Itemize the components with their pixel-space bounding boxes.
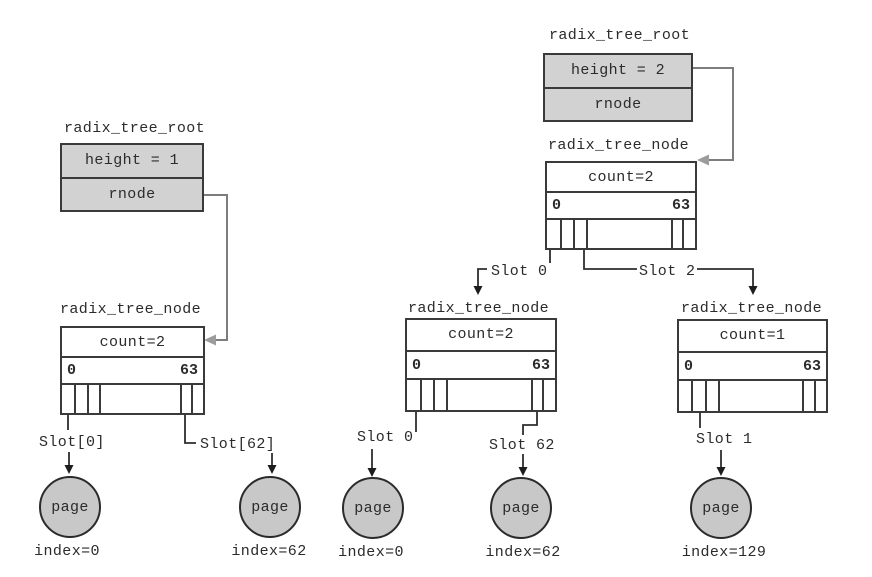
stub-child-slot62: [522, 412, 538, 435]
child-slot62-label: Slot 62: [487, 437, 557, 454]
arrow-right-rnode-to-mid-node: [693, 67, 734, 166]
slot-divider: [86, 384, 89, 413]
range-start: 0: [412, 356, 422, 374]
page-caption: index=62: [231, 543, 307, 560]
left-node-slots-row: [62, 384, 203, 413]
slot-divider: [542, 380, 545, 411]
slot-divider: [682, 219, 685, 248]
right-root-rnode-field: rnode: [545, 88, 691, 120]
right-mid-node-slots-row: [547, 219, 695, 248]
right-child-index-range-row: 0 63: [679, 353, 826, 382]
page-label: page: [702, 499, 740, 517]
slot-divider: [691, 381, 694, 412]
slot-divider: [432, 380, 435, 411]
slot-divider: [530, 380, 533, 411]
slot-divider: [73, 384, 76, 413]
mid-slot2-label: Slot 2: [637, 263, 698, 280]
page-caption: index=62: [485, 544, 561, 561]
page-caption: index=0: [34, 543, 100, 560]
right-mid-node-box: count=2 0 63: [545, 161, 697, 250]
mid-child-slots-row: [407, 380, 555, 411]
left-root-height-field: height = 1: [62, 145, 202, 179]
page-circle: page: [690, 477, 752, 539]
right-mid-node-index-range-row: 0 63: [547, 193, 695, 220]
right-mid-node-count-field: count=2: [547, 163, 695, 194]
left-node-count-field: count=2: [62, 328, 203, 359]
slot-divider: [801, 381, 804, 412]
page-label: page: [51, 498, 89, 516]
slot-divider: [446, 380, 449, 411]
arrow-mid-slot0-to-child: [473, 268, 487, 295]
right-child-count-field: count=1: [679, 321, 826, 353]
page-label: page: [251, 498, 289, 516]
left-root-box: height = 1 rnode: [60, 143, 204, 212]
right-slot1-label: Slot 1: [694, 431, 755, 448]
range-end: 63: [531, 356, 550, 374]
slot-divider: [717, 381, 720, 412]
mid-slot0-label: Slot 0: [489, 263, 550, 280]
right-root-height-field: height = 2: [545, 55, 691, 89]
right-child-node-title: radix_tree_node: [681, 300, 823, 317]
arrow-left-rnode-to-node: [204, 194, 228, 346]
range-end: 63: [179, 361, 198, 379]
slot-divider: [586, 219, 589, 248]
range-end: 63: [671, 196, 690, 214]
mid-child-node-box: count=2 0 63: [405, 318, 557, 412]
range-start: 0: [552, 196, 562, 214]
page-label: page: [502, 499, 540, 517]
range-start: 0: [684, 357, 694, 375]
left-node-box: count=2 0 63: [60, 326, 205, 415]
left-root-title: radix_tree_root: [64, 120, 206, 137]
right-child-slots-row: [679, 381, 826, 412]
right-mid-node-title: radix_tree_node: [548, 137, 690, 154]
left-slot0-label: Slot[0]: [37, 434, 107, 451]
slot-divider: [419, 380, 422, 411]
right-root-title: radix_tree_root: [549, 27, 691, 44]
stub-left-slot62: [184, 414, 196, 444]
slot-divider: [99, 384, 102, 413]
slot-divider: [670, 219, 673, 248]
slot-divider: [572, 219, 575, 248]
left-node-title: radix_tree_node: [60, 301, 202, 318]
page-circle: page: [342, 477, 404, 539]
page-circle: page: [239, 476, 301, 538]
page-label: page: [354, 499, 392, 517]
left-node-index-range-row: 0 63: [62, 358, 203, 385]
child-slot0-label: Slot 0: [355, 429, 416, 446]
right-root-box: height = 2 rnode: [543, 53, 693, 122]
page-circle: page: [39, 476, 101, 538]
page-caption: index=0: [338, 544, 404, 561]
mid-child-count-field: count=2: [407, 320, 555, 352]
slot-divider: [179, 384, 182, 413]
slot-divider: [559, 219, 562, 248]
left-root-rnode-field: rnode: [62, 178, 202, 210]
right-child-node-box: count=1 0 63: [677, 319, 828, 413]
page-caption: index=129: [681, 544, 767, 561]
slot-divider: [704, 381, 707, 412]
mid-child-node-title: radix_tree_node: [408, 300, 550, 317]
range-start: 0: [67, 361, 77, 379]
slot-divider: [191, 384, 193, 413]
mid-child-index-range-row: 0 63: [407, 352, 555, 381]
range-end: 63: [802, 357, 821, 375]
left-slot62-label: Slot[62]: [198, 436, 278, 453]
slot-divider: [813, 381, 816, 412]
page-circle: page: [490, 477, 552, 539]
